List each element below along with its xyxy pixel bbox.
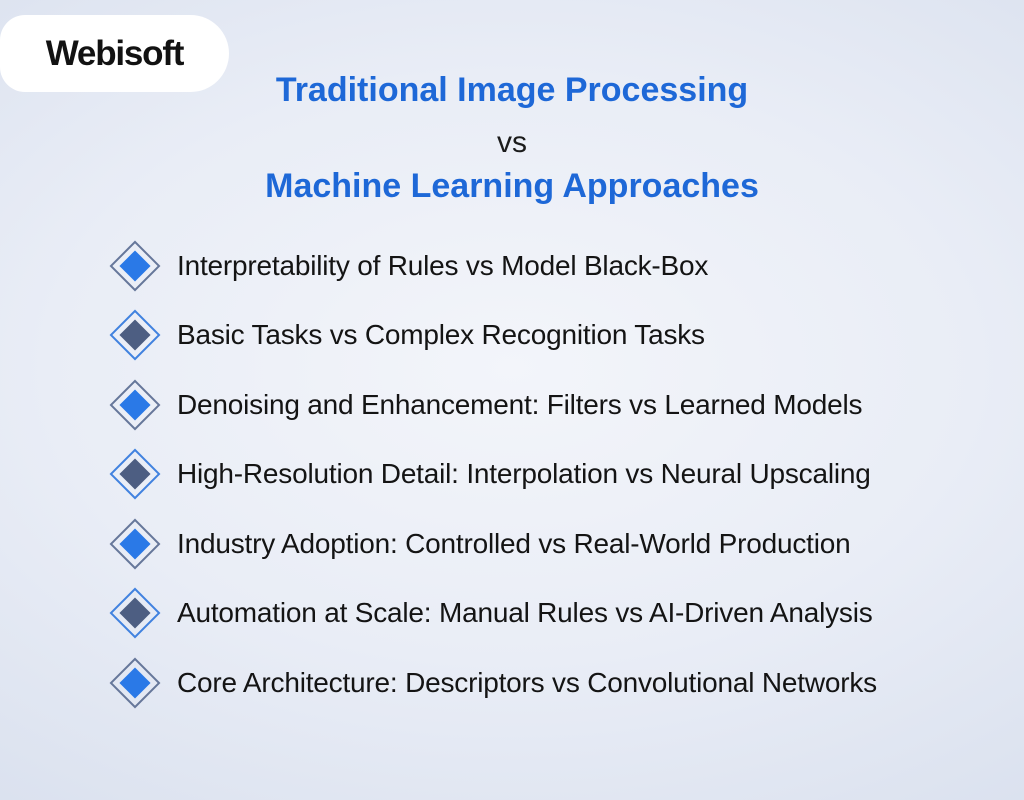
list-item-label: Interpretability of Rules vs Model Black… <box>177 249 709 281</box>
diamond-outline <box>109 448 160 500</box>
diamond-bullet-icon <box>109 518 160 570</box>
diamond-bullet-icon <box>109 309 160 361</box>
diamond-fill <box>118 597 151 629</box>
diamond-bullet-icon <box>109 240 160 292</box>
title-line-2: Machine Learning Approaches <box>265 167 759 205</box>
diamond-outline <box>109 309 160 361</box>
comparison-list: Interpretability of Rules vs Model Black… <box>109 231 877 718</box>
diamond-bullet-icon <box>109 379 160 431</box>
list-item-label: Industry Adoption: Controlled vs Real-Wo… <box>177 527 851 559</box>
diamond-outline <box>109 379 160 431</box>
list-item-label: Denoising and Enhancement: Filters vs Le… <box>177 388 863 420</box>
title-line-1: Traditional Image Processing <box>275 71 749 109</box>
diamond-outline <box>109 657 160 709</box>
list-item: Basic Tasks vs Complex Recognition Tasks <box>109 301 877 371</box>
title-separator: vs <box>497 126 527 159</box>
diamond-fill <box>118 250 151 282</box>
diamond-fill <box>118 667 151 699</box>
diamond-bullet-icon <box>109 448 160 500</box>
diamond-fill <box>118 458 151 490</box>
webisoft-logo-text: Webisoft <box>45 33 185 73</box>
diamond-fill <box>118 319 151 351</box>
webisoft-logo-pill: Webisoft <box>0 15 229 92</box>
diamond-outline <box>109 518 160 570</box>
list-item: Industry Adoption: Controlled vs Real-Wo… <box>109 509 877 579</box>
list-item: Interpretability of Rules vs Model Black… <box>109 231 877 301</box>
list-item: High-Resolution Detail: Interpolation vs… <box>109 440 877 510</box>
list-item-label: Core Architecture: Descriptors vs Convol… <box>177 666 877 698</box>
list-item-label: High-Resolution Detail: Interpolation vs… <box>177 458 871 490</box>
diamond-bullet-icon <box>109 587 160 639</box>
list-item: Denoising and Enhancement: Filters vs Le… <box>109 370 877 440</box>
list-item-label: Automation at Scale: Manual Rules vs AI-… <box>177 597 873 629</box>
diamond-fill <box>118 528 151 560</box>
list-item: Automation at Scale: Manual Rules vs AI-… <box>109 579 877 649</box>
diamond-outline <box>109 587 160 639</box>
diamond-bullet-icon <box>109 657 160 709</box>
list-item-label: Basic Tasks vs Complex Recognition Tasks <box>177 319 705 351</box>
diamond-outline <box>109 240 160 292</box>
list-item: Core Architecture: Descriptors vs Convol… <box>109 648 877 718</box>
diamond-fill <box>118 389 151 421</box>
